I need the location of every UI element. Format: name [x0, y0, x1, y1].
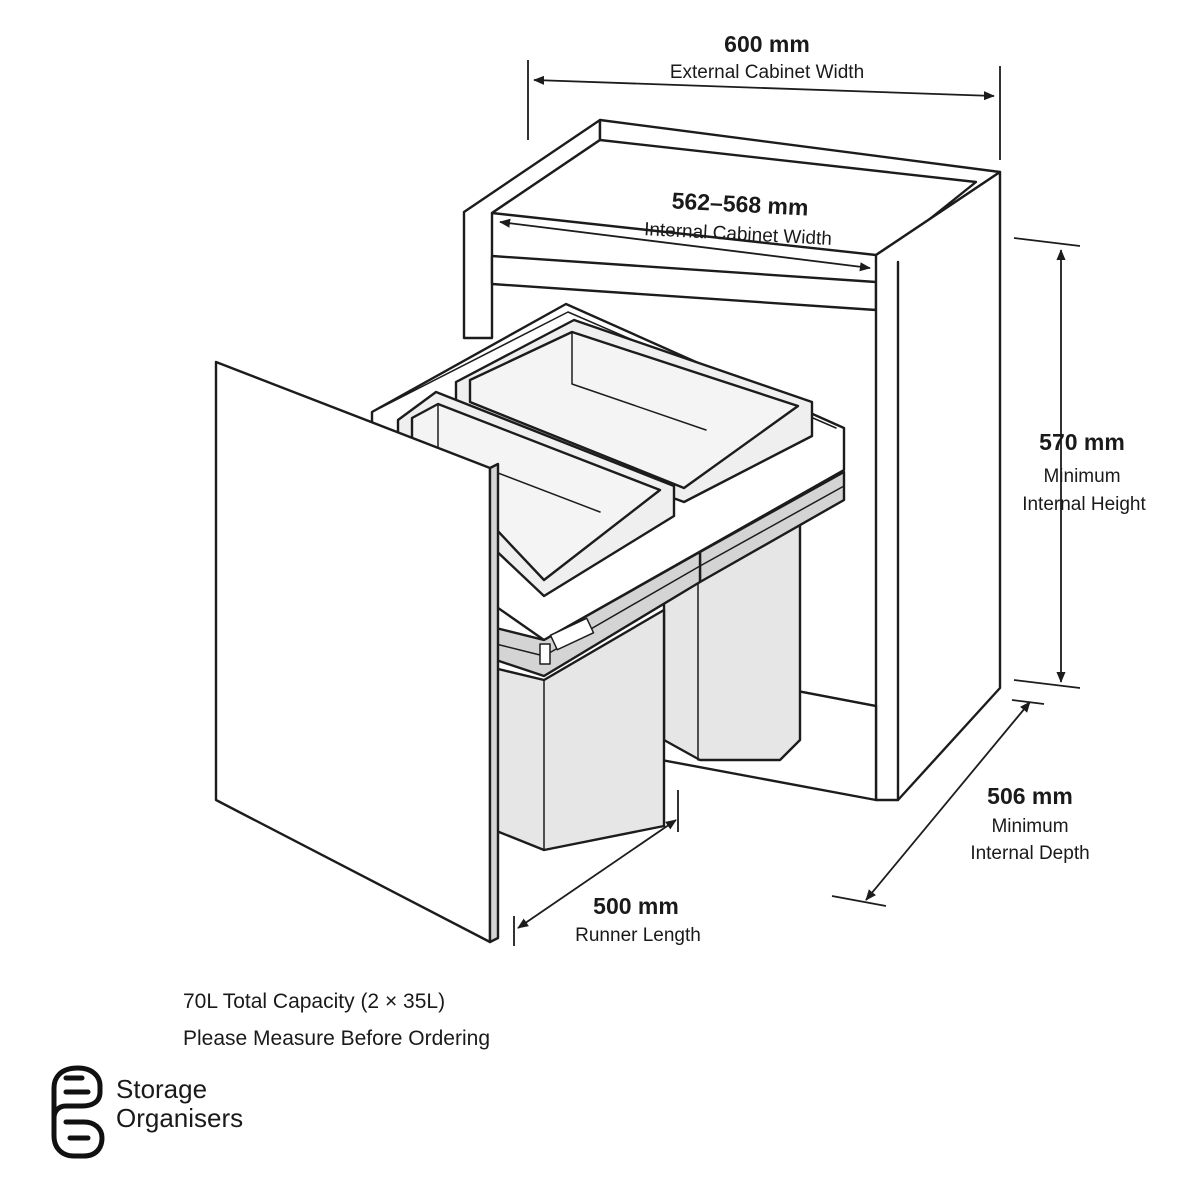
brand-name-line1: Storage — [116, 1074, 207, 1104]
internal-depth-label-line1: Minimum — [991, 816, 1068, 837]
capacity-note: 70L Total Capacity (2 × 35L) — [183, 990, 445, 1013]
measure-note: Please Measure Before Ordering — [183, 1027, 490, 1050]
runner-length-value: 500 mm — [593, 893, 679, 919]
runner-length-arrow — [517, 819, 677, 929]
internal-depth-arrow — [865, 701, 1031, 901]
front-bin-opening — [410, 402, 662, 582]
internal-height-label-line2: Internal Height — [1022, 494, 1146, 515]
cabinet-rail — [490, 254, 878, 312]
pull-out-bin-unit — [214, 302, 846, 944]
runner-latch — [549, 617, 595, 651]
cabinet-right-panel — [874, 170, 1002, 802]
front-door-edge — [488, 462, 500, 944]
runner-clip — [539, 643, 551, 665]
external-width-label: External Cabinet Width — [670, 62, 864, 83]
brand-block: Storage Organisers — [51, 1065, 243, 1159]
external-width-arrow — [533, 75, 995, 101]
storage-organisers-logo-icon — [51, 1065, 105, 1159]
dimension-labels: 600 mm External Cabinet Width 562–568 mm… — [575, 31, 1146, 946]
internal-width-arrow — [499, 218, 871, 272]
notes: 70L Total Capacity (2 × 35L) Please Meas… — [183, 990, 490, 1050]
back-bin-opening — [468, 330, 800, 490]
runner-length-label: Runner Length — [575, 925, 701, 946]
brand-name-line2: Organisers — [116, 1103, 243, 1133]
internal-depth-label-line2: Internal Depth — [970, 843, 1089, 864]
internal-height-value: 570 mm — [1039, 429, 1125, 455]
dimension-lines — [499, 60, 1081, 946]
external-width-value: 600 mm — [724, 31, 810, 57]
internal-depth-value: 506 mm — [987, 783, 1073, 809]
internal-height-label-line1: Minimum — [1043, 466, 1120, 487]
